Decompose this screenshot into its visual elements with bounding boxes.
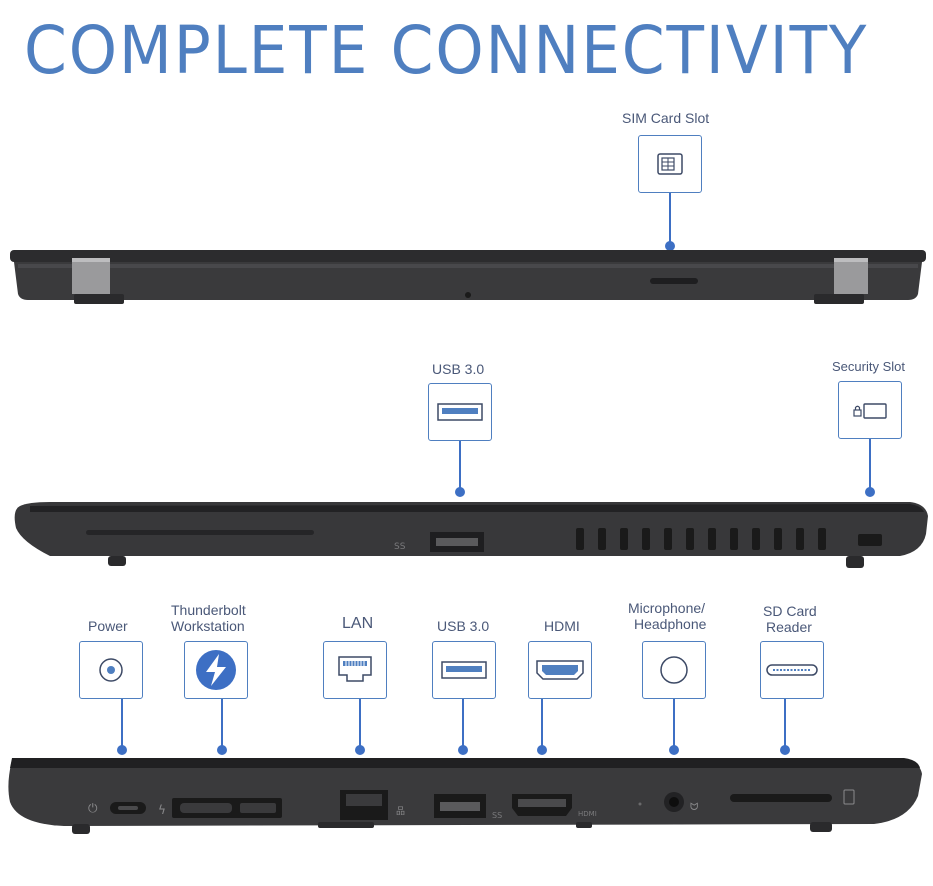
sd-card-connector-line [784, 699, 786, 747]
lan-connector-dot [355, 745, 365, 755]
hdmi-connector-dot [537, 745, 547, 755]
svg-text:⏻: ⏻ [88, 801, 98, 815]
sd-card-icon [766, 664, 818, 676]
security-connector-dot [865, 487, 875, 497]
svg-text:ᗢ: ᗢ [690, 802, 698, 813]
audio-box [642, 641, 706, 699]
usb-left-label: USB 3.0 [437, 618, 490, 634]
usb-right-label: USB 3.0 [432, 361, 485, 377]
svg-text:ϟ: ϟ [158, 803, 166, 817]
lan-connector-line [359, 699, 361, 747]
laptop-rear-view [10, 250, 926, 304]
hdmi-label: HDMI [544, 618, 580, 634]
security-slot-label: Security Slot [832, 359, 905, 374]
audio-label-2: Headphone [634, 616, 707, 632]
audio-connector-line [673, 699, 675, 747]
hdmi-box [528, 641, 592, 699]
usb-right-connector-line [459, 441, 461, 491]
thunderbolt-connector-line [221, 699, 223, 747]
usb-right-box [428, 383, 492, 441]
power-connector-icon [99, 658, 123, 682]
usb-port-icon [441, 661, 487, 679]
thunderbolt-label-2: Workstation [171, 618, 245, 634]
thunderbolt-icon [196, 650, 236, 690]
lan-box [323, 641, 387, 699]
thunderbolt-label-1: Thunderbolt [171, 602, 246, 618]
laptop-left-side-view: ⏻ ϟ 品 SS HDMI ᗢ [8, 758, 922, 834]
sd-card-label-2: Reader [766, 619, 812, 635]
thunderbolt-box [184, 641, 248, 699]
sim-connector-dot [665, 241, 675, 251]
sim-connector-line [669, 193, 671, 246]
sim-slot-label: SIM Card Slot [622, 110, 710, 126]
sd-card-label-1: SD Card [763, 603, 817, 619]
lock-icon [853, 403, 887, 419]
usb-port-icon [437, 403, 483, 421]
usb-left-connector-dot [458, 745, 468, 755]
laptop-right-side-view: SS [14, 502, 928, 568]
thunderbolt-connector-dot [217, 745, 227, 755]
ethernet-icon [338, 656, 372, 682]
usb-left-connector-line [462, 699, 464, 747]
page-title: COMPLETE CONNECTIVITY [24, 12, 869, 89]
svg-text:SS: SS [394, 542, 406, 552]
hdmi-engraving: HDMI [578, 810, 597, 818]
power-box [79, 641, 143, 699]
hdmi-connector-line [541, 699, 543, 747]
audio-label-1: Microphone/ [628, 600, 706, 616]
usb-right-connector-dot [455, 487, 465, 497]
audio-connector-dot [669, 745, 679, 755]
usb-left-ss-logo: SS [492, 811, 502, 820]
hdmi-icon [536, 660, 584, 680]
security-connector-line [869, 439, 871, 491]
power-connector-dot [117, 745, 127, 755]
audio-jack-icon [660, 656, 688, 684]
sim-slot-box [638, 135, 702, 193]
lan-label: LAN [342, 615, 374, 632]
power-label: Power [88, 618, 128, 634]
sd-card-connector-dot [780, 745, 790, 755]
usb-left-box [432, 641, 496, 699]
sd-card-box [760, 641, 824, 699]
power-connector-line [121, 699, 123, 747]
security-slot-box [838, 381, 902, 439]
usb-right-ss-logo: SS [394, 542, 406, 552]
svg-text:品: 品 [396, 806, 405, 817]
sim-card-icon [657, 153, 683, 175]
